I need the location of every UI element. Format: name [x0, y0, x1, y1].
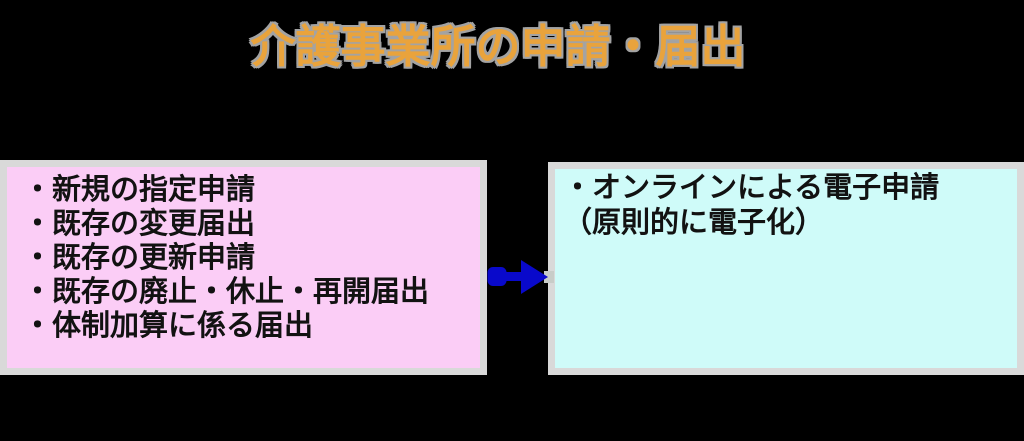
online-application-box: ・オンラインによる電子申請 （原則的に電子化） [548, 162, 1024, 375]
list-item: ・体制加算に係る届出 [23, 310, 314, 342]
list-item: ・オンラインによる電子申請 [563, 172, 940, 204]
list-item: ・既存の変更届出 [23, 208, 256, 240]
list-item: ・既存の廃止・休止・再開届出 [23, 276, 430, 308]
list-item: （原則的に電子化） [563, 207, 825, 239]
list-item: ・既存の更新申請 [23, 242, 256, 274]
right-arrow-icon [487, 260, 548, 294]
list-item: ・新規の指定申請 [23, 174, 256, 206]
application-types-box: ・新規の指定申請 ・既存の変更届出 ・既存の更新申請 ・既存の廃止・休止・再開届… [0, 160, 487, 375]
page-title: 介護事業所の申請・届出 [250, 21, 746, 72]
connector-anchor [544, 271, 554, 283]
